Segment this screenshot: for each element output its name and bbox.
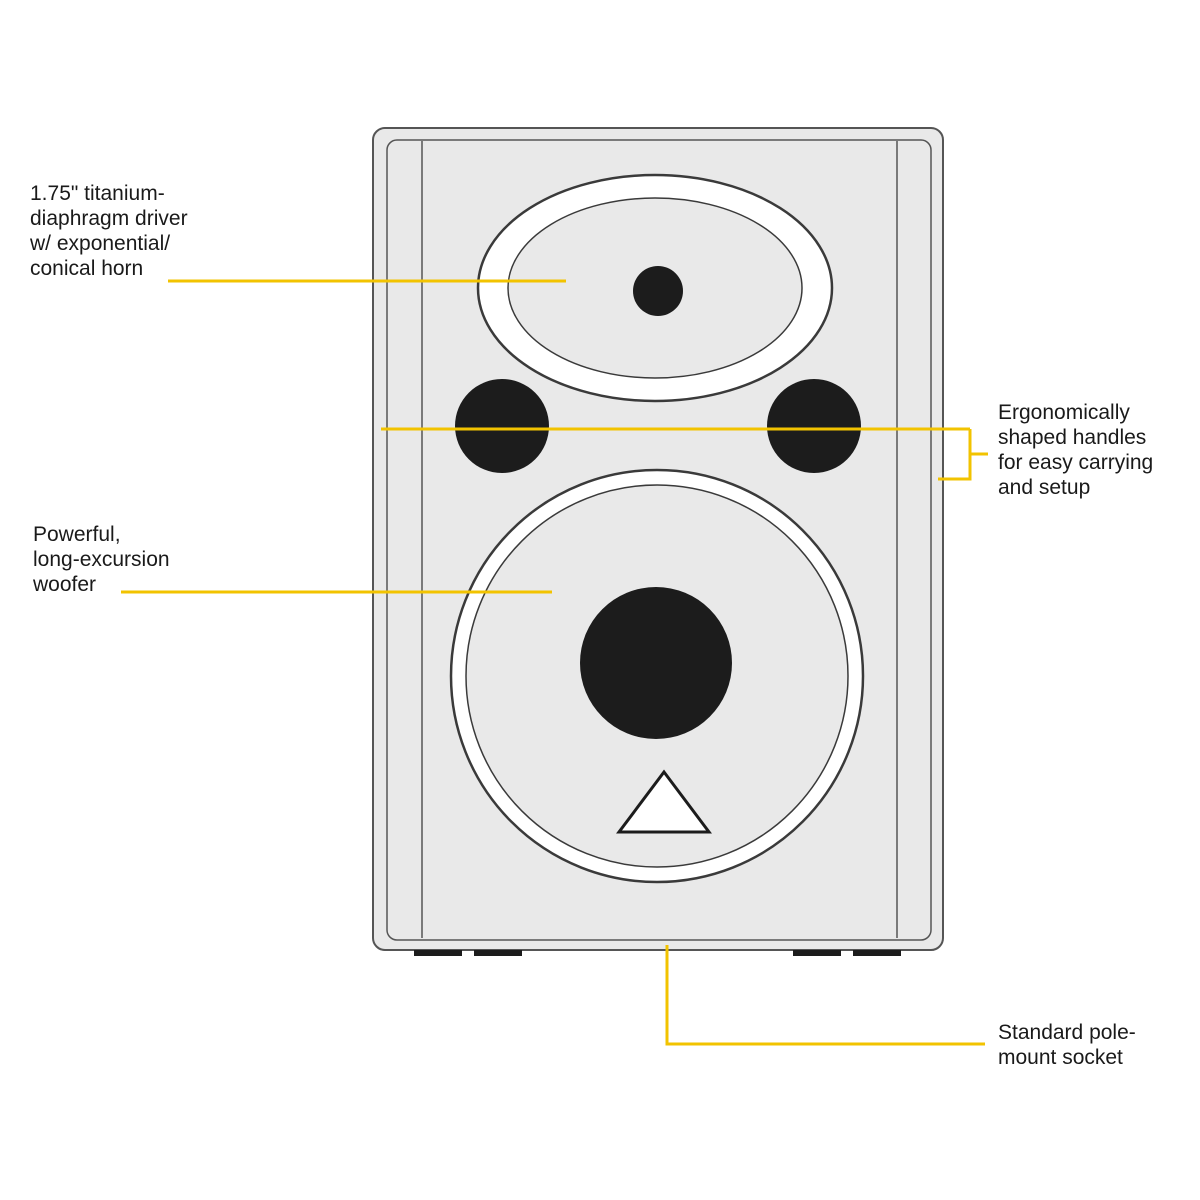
cabinet-foot: [793, 950, 841, 956]
handles-callout-bracket: [938, 429, 972, 481]
driver-callout-line-2: diaphragm driver: [30, 207, 188, 230]
handles-callout-line-1: Ergonomically: [998, 401, 1130, 424]
socket-callout-line: [665, 945, 985, 1046]
driver-callout-label: 1.75" titanium- diaphragm driver w/ expo…: [30, 181, 188, 281]
woofer-callout-line-1: Powerful,: [33, 523, 121, 546]
handle-left: [455, 379, 549, 473]
cabinet-foot: [474, 950, 522, 956]
woofer-dust-cap: [580, 587, 732, 739]
socket-callout-line-2: mount socket: [998, 1046, 1123, 1069]
handles-callout-label: Ergonomically shaped handles for easy ca…: [998, 400, 1153, 500]
socket-callout-line-1: Standard pole-: [998, 1021, 1136, 1044]
woofer-callout-label: Powerful, long-excursion woofer: [33, 522, 170, 597]
woofer-callout-line-2: long-excursion: [33, 548, 170, 571]
driver-callout-line-1: 1.75" titanium-: [30, 182, 165, 205]
tweeter-driver: [633, 266, 683, 316]
driver-callout-line-4: conical horn: [30, 257, 144, 280]
driver-callout-line-3: w/ exponential/: [30, 232, 171, 255]
handles-callout-line-3: for easy carrying: [998, 451, 1154, 474]
brand-logo-triangle: [616, 769, 712, 834]
handle-right: [767, 379, 861, 473]
cabinet-foot: [853, 950, 901, 956]
socket-callout-label: Standard pole- mount socket: [998, 1020, 1136, 1070]
handles-callout-line-2: shaped handles: [998, 426, 1147, 449]
cabinet-foot: [414, 950, 462, 956]
woofer-callout-line-3: woofer: [33, 573, 97, 596]
handles-callout-line-4: and setup: [998, 476, 1091, 499]
